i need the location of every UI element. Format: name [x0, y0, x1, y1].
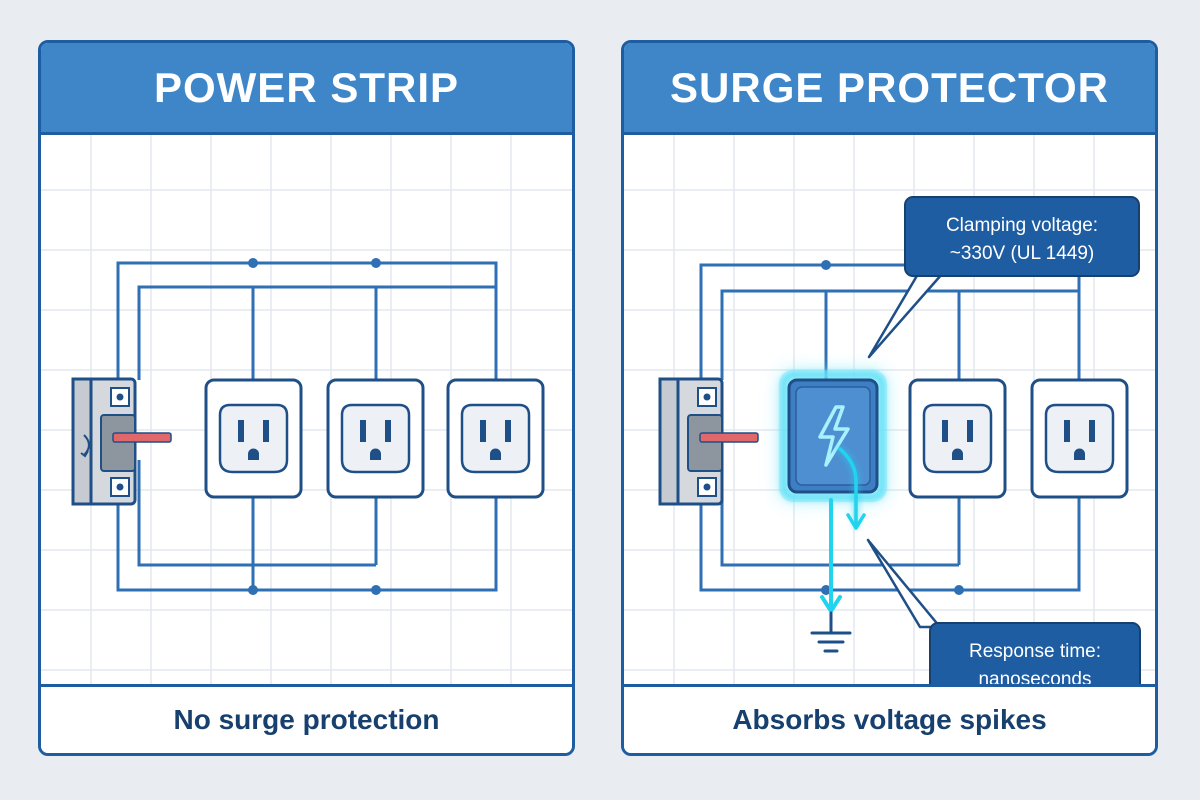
- outlet-icon: [446, 378, 545, 499]
- surge-protector-panel: SURGE PROTECTOR: [621, 40, 1158, 756]
- power-strip-caption: No surge protection: [173, 704, 440, 735]
- circuit-wires: [699, 263, 1081, 592]
- response-time-line2: nanoseconds: [978, 669, 1091, 687]
- response-time-line1: Response time:: [969, 641, 1101, 662]
- outlet-icon: [204, 378, 303, 499]
- circuit-wires: [116, 261, 498, 592]
- power-strip-panel: POWER STRIP: [38, 40, 575, 756]
- surge-current-path: [820, 445, 866, 613]
- clamping-voltage-line1: Clamping voltage:: [946, 215, 1098, 236]
- clamping-voltage-line2: ~330V (UL 1449): [950, 243, 1095, 264]
- surge-suppressor-module: [779, 370, 887, 502]
- switch-icon: [71, 377, 172, 506]
- power-strip-diagram: [41, 135, 572, 687]
- response-time-callout: Response time: nanoseconds: [866, 538, 1141, 687]
- power-strip-circuit: [41, 135, 572, 687]
- surge-protector-caption: Absorbs voltage spikes: [732, 704, 1047, 735]
- ground-symbol-icon: [810, 611, 852, 653]
- surge-protector-circuit: Clamping voltage: ~330V (UL 1449) Respon…: [624, 135, 1155, 687]
- clamping-voltage-callout: Clamping voltage: ~330V (UL 1449): [867, 196, 1140, 359]
- outlet-icon: [326, 378, 425, 499]
- outlet-icon: [1030, 378, 1129, 499]
- power-strip-header: POWER STRIP: [41, 43, 572, 135]
- surge-protector-header: SURGE PROTECTOR: [624, 43, 1155, 135]
- wire-junctions: [248, 258, 381, 595]
- surge-protector-diagram: Clamping voltage: ~330V (UL 1449) Respon…: [624, 135, 1155, 687]
- outlet-icon: [908, 378, 1007, 499]
- switch-icon: [658, 377, 759, 506]
- surge-protector-title: SURGE PROTECTOR: [670, 63, 1109, 111]
- surge-protector-footer: Absorbs voltage spikes: [624, 684, 1155, 753]
- power-strip-footer: No surge protection: [41, 684, 572, 753]
- power-strip-title: POWER STRIP: [153, 63, 460, 111]
